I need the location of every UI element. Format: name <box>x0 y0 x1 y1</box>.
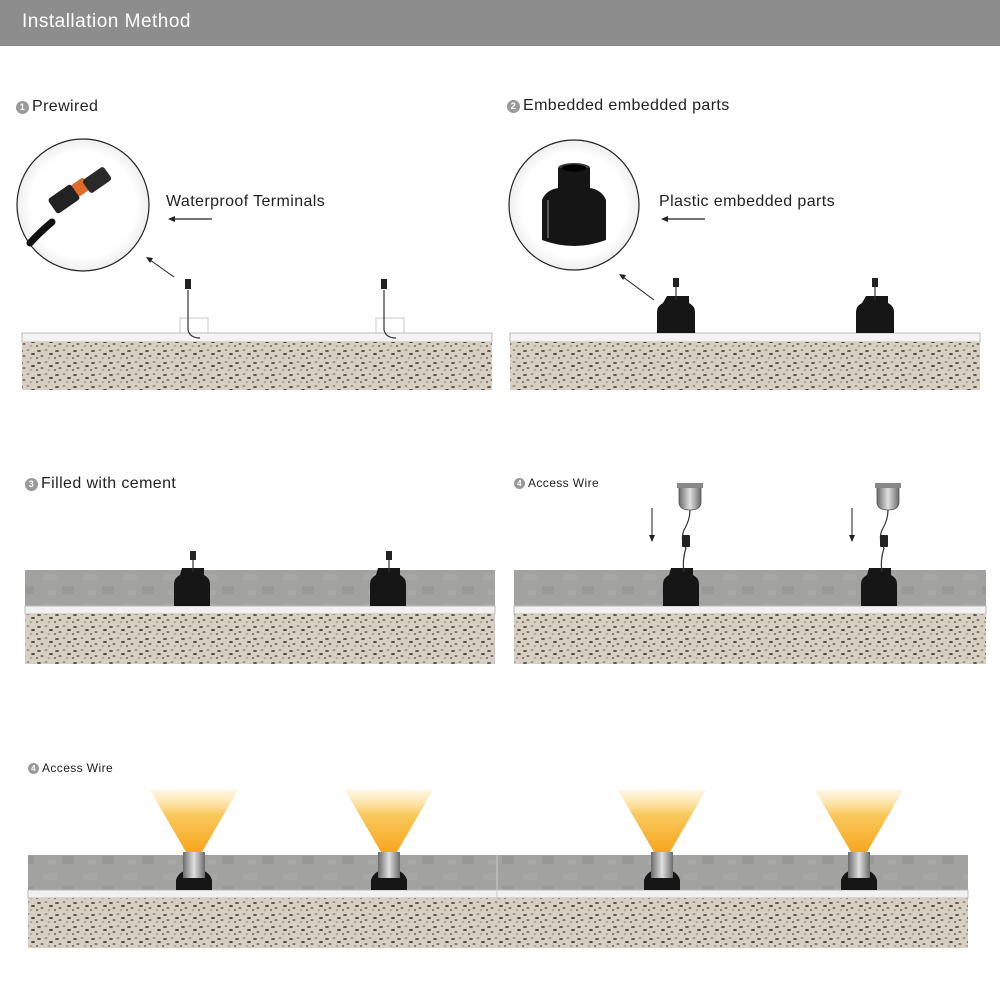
waterproof-terminal-icon <box>26 167 112 247</box>
conduit-pipe <box>513 605 987 615</box>
step-title: Embedded embedded parts <box>523 97 730 114</box>
conduit-pipe <box>21 332 493 343</box>
installed-light-fixture <box>371 852 407 890</box>
conduit-pipe <box>509 332 981 343</box>
terminal-plug <box>185 279 191 289</box>
terminal-plug <box>381 279 387 289</box>
step-4-label: 4 Access Wire <box>514 476 599 490</box>
step-number-badge: 2 <box>507 99 520 113</box>
gravel-base <box>25 614 495 664</box>
gravel-base <box>510 342 980 390</box>
step-1-label: 1 Prewired <box>16 98 98 116</box>
light-fixture-icon <box>677 483 703 549</box>
pointer-arrow <box>149 259 175 278</box>
installed-light-fixture <box>644 852 680 890</box>
light-fixture-icon <box>875 483 901 549</box>
step-5-label: 4 Access Wire <box>28 761 113 775</box>
light-beam-icon <box>150 790 903 852</box>
step-3-label: 3 Filled with cement <box>25 475 176 493</box>
step-number-badge: 1 <box>16 100 29 114</box>
step-title: Access Wire <box>42 761 114 775</box>
step-1-scene <box>16 138 493 390</box>
step-title: Access Wire <box>528 476 600 490</box>
step-2-scene <box>508 139 981 390</box>
step-number-badge: 4 <box>28 762 39 774</box>
conduit-pipe <box>24 605 496 615</box>
gravel-base <box>28 898 968 948</box>
embedded-housing <box>856 278 894 333</box>
step-5-scene <box>27 790 969 948</box>
gravel-base <box>514 614 986 664</box>
page-title: Installation Method <box>22 11 191 32</box>
pointer-arrow <box>622 276 655 301</box>
plastic-embedded-part-icon <box>542 163 606 246</box>
zoom-circle-terminal <box>16 138 150 272</box>
step-number-badge: 3 <box>25 477 38 491</box>
step-2-label: 2 Embedded embedded parts <box>507 97 730 115</box>
cement-layer <box>25 570 495 608</box>
installed-light-fixture <box>176 852 212 890</box>
embedded-housing <box>174 551 210 606</box>
embedded-housing <box>663 547 699 606</box>
cement-layer <box>28 855 968 891</box>
installed-light-fixture <box>841 852 877 890</box>
header-bar: Installation Method <box>0 0 1000 46</box>
embedded-housing <box>370 551 406 606</box>
embedded-housing <box>657 278 695 333</box>
embedded-housing <box>861 547 897 606</box>
step-title: Prewired <box>32 98 99 115</box>
gravel-base <box>22 342 492 390</box>
callout-plastic-embedded-parts: Plastic embedded parts <box>659 193 836 210</box>
step-3-scene <box>24 551 496 664</box>
step-4-scene <box>513 483 987 664</box>
step-title: Filled with cement <box>41 475 177 492</box>
step-number-badge: 4 <box>514 477 525 489</box>
callout-waterproof-terminals: Waterproof Terminals <box>166 193 326 210</box>
cement-layer <box>514 570 986 608</box>
conduit-pipe <box>27 889 969 899</box>
